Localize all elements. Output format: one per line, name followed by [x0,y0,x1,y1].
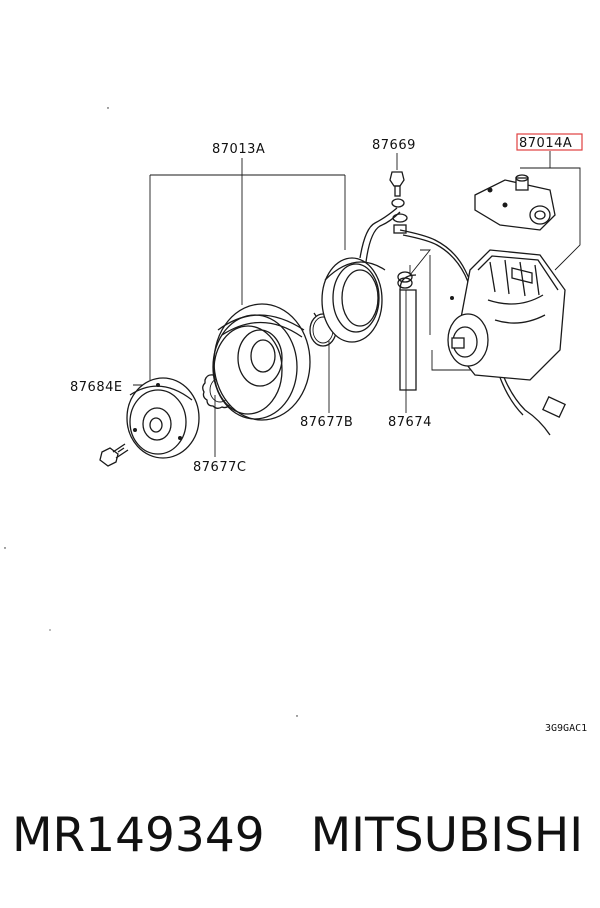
label-87013a: 87013A [212,142,265,157]
label-87674: 87674 [388,415,432,430]
diagram-code: 3G9GAC1 [545,723,587,734]
label-87014a: 87014A [519,136,572,151]
pulley-part [212,303,311,421]
part-number: MR149349 [12,808,265,863]
highlight-box [516,133,583,151]
label-87677c: 87677C [193,460,246,475]
scan-specks [4,107,298,717]
leader-lines [133,151,581,457]
field-coil-part [321,207,401,343]
compressor-body-part [447,249,566,381]
brand-name: MITSUBISHI [310,808,584,863]
label-87684e: 87684E [70,380,123,395]
bolt-part [99,443,129,467]
label-87677b: 87677B [300,415,353,430]
compressor-head-part [474,174,556,231]
label-87669: 87669 [372,138,416,153]
footer-caption: MR149349 MITSUBISHI [12,808,583,863]
exploded-parts-diagram: 87013A 87669 87014A 87684E 87677B 87674 … [4,107,587,734]
hub-plate-part [126,377,200,459]
bolt-87669-part [389,171,408,234]
bracket-87674-part [397,249,477,391]
